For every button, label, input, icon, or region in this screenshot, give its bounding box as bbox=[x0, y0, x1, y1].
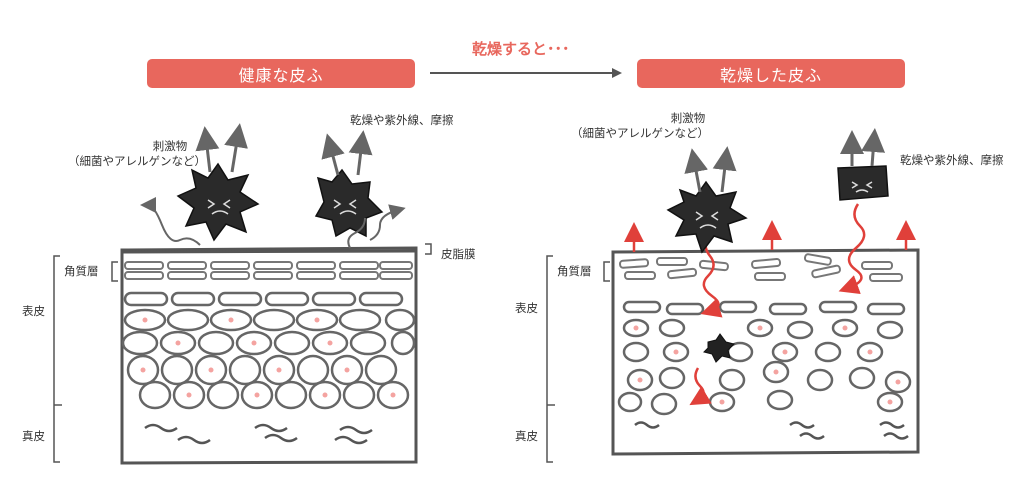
dry-skin-block bbox=[611, 203, 920, 456]
right-dermis-label: 真皮 bbox=[515, 429, 538, 443]
right-cell-nuclei bbox=[633, 325, 901, 405]
right-irritant-label: 刺激物 bbox=[670, 111, 706, 125]
right-stratum-corneum-label: 角質層 bbox=[557, 264, 592, 278]
left-cell-nuclei bbox=[140, 317, 396, 398]
sebum-membrane-label: 皮脂膜 bbox=[441, 247, 476, 261]
left-stratum-corneum-cells bbox=[124, 261, 413, 280]
left-epidermis-label: 表皮 bbox=[22, 304, 45, 318]
right-epidermis-label: 表皮 bbox=[515, 301, 538, 315]
right-irritant-germ bbox=[666, 146, 748, 254]
invaded-germ bbox=[703, 333, 735, 363]
right-stratum-corneum-cells bbox=[619, 253, 903, 282]
left-epidermis-cells bbox=[121, 291, 416, 410]
left-dermis-fibers bbox=[144, 423, 373, 445]
left-irritant-examples: （細菌やアレルゲンなど） bbox=[68, 154, 206, 168]
left-dryness-stressor bbox=[314, 130, 398, 249]
left-stratum-corneum-label: 角質層 bbox=[64, 264, 99, 278]
right-irritant-examples: （細菌やアレルゲンなど） bbox=[571, 126, 709, 140]
right-layer-brackets bbox=[546, 255, 610, 463]
right-dryness-stressor bbox=[837, 128, 889, 201]
transition-label: 乾燥すると･･･ bbox=[472, 40, 570, 58]
left-layer-brackets bbox=[53, 243, 432, 463]
right-dryness-label: 乾燥や紫外線、摩擦 bbox=[900, 153, 1004, 167]
left-irritant-label: 刺激物 bbox=[152, 139, 188, 153]
right-epidermis-cells bbox=[617, 300, 912, 416]
healthy-skin-block bbox=[120, 246, 418, 465]
healthy-skin-title: 健康な皮ふ bbox=[147, 59, 415, 88]
left-dermis-label: 真皮 bbox=[22, 429, 45, 443]
transition-arrow bbox=[430, 68, 622, 78]
left-irritant-germ bbox=[140, 123, 260, 246]
moisture-loss-arrows bbox=[624, 220, 916, 252]
left-dryness-label: 乾燥や紫外線、摩擦 bbox=[350, 113, 454, 127]
penetration-arrows bbox=[689, 203, 866, 406]
right-dermis-fibers bbox=[634, 421, 909, 440]
dry-skin-title: 乾燥した皮ふ bbox=[637, 59, 905, 88]
